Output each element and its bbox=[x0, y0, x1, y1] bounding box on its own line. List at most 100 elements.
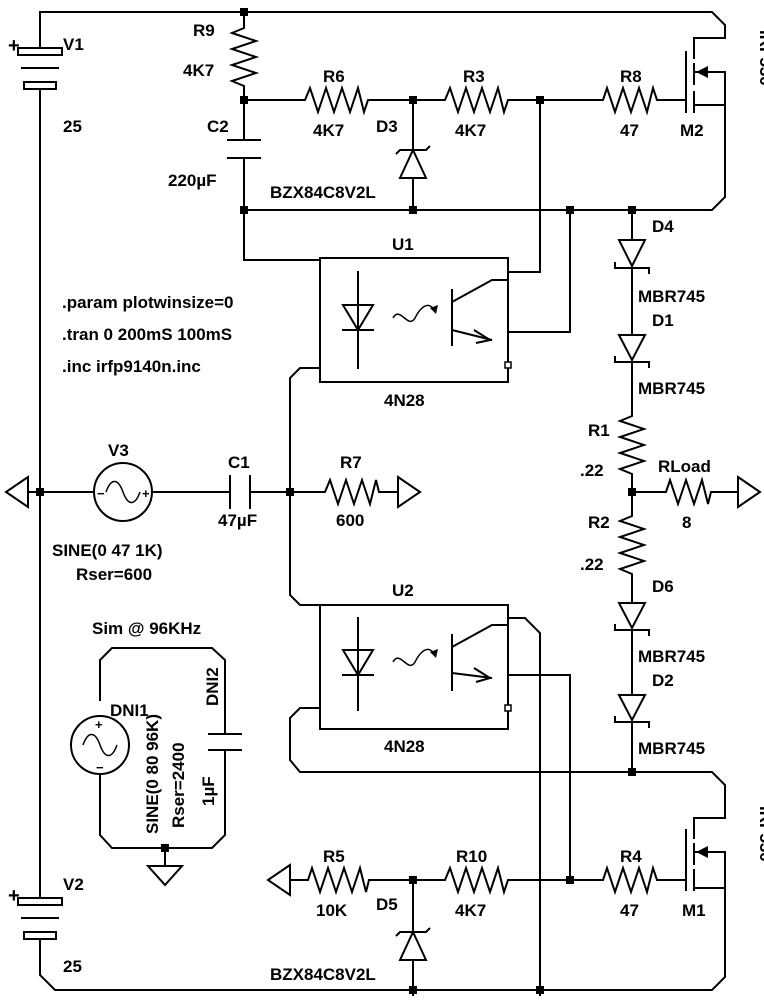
label-r8-value: 47 bbox=[620, 121, 639, 140]
label-r4-ref: R4 bbox=[620, 847, 642, 866]
label-d2-value: MBR745 bbox=[638, 739, 705, 758]
resistor-r1[interactable] bbox=[616, 410, 648, 475]
svg-text:+: + bbox=[8, 35, 20, 57]
label-u1-ref: U1 bbox=[392, 235, 414, 254]
label-m2-ref: M2 bbox=[680, 121, 704, 140]
label-v1-value: 25 bbox=[63, 117, 82, 136]
resistor-r5[interactable] bbox=[304, 864, 370, 896]
label-r6-ref: R6 bbox=[323, 67, 345, 86]
schottky-d4[interactable] bbox=[614, 239, 650, 274]
optocoupler-u1[interactable] bbox=[319, 257, 512, 383]
ground-arrow-dni bbox=[145, 865, 185, 887]
label-v1-ref: V1 bbox=[63, 35, 84, 54]
label-u2-ref: U2 bbox=[392, 581, 414, 600]
label-r2-ref: R2 bbox=[588, 513, 610, 532]
label-dni1-rser: Rser=2400 bbox=[169, 742, 188, 828]
wire-source-rail bbox=[243, 104, 726, 211]
schottky-d2[interactable] bbox=[614, 694, 650, 728]
label-c1-ref: C1 bbox=[228, 453, 250, 472]
directive-inc: .inc irfp9140n.inc bbox=[62, 357, 201, 376]
wire-u2-collector bbox=[507, 617, 541, 996]
label-r1-value: .22 bbox=[580, 461, 604, 480]
label-d1-value: MBR745 bbox=[638, 379, 705, 398]
optocoupler-u2[interactable] bbox=[319, 604, 512, 730]
label-v2-ref: V2 bbox=[63, 875, 84, 894]
label-u2-value: 4N28 bbox=[384, 737, 425, 756]
label-r10-ref: R10 bbox=[456, 847, 487, 866]
svg-text:−: − bbox=[96, 760, 104, 775]
label-d5-value: BZX84C8V2L bbox=[270, 965, 376, 984]
wires bbox=[27, 11, 739, 996]
labels: V1 25 V2 25 R9 4K7 R6 4K7 R3 4K7 R8 47 C… bbox=[52, 21, 764, 984]
junctions bbox=[36, 8, 636, 994]
label-r8-ref: R8 bbox=[620, 67, 642, 86]
label-r10-value: 4K7 bbox=[455, 901, 486, 920]
schottky-d6[interactable] bbox=[614, 602, 650, 636]
label-r4-value: 47 bbox=[620, 901, 639, 920]
label-m2-value: IRF530 bbox=[756, 30, 764, 86]
label-c2-ref: C2 bbox=[207, 117, 229, 136]
label-rload-ref: RLoad bbox=[658, 457, 711, 476]
mosfet-m1[interactable] bbox=[685, 817, 726, 891]
label-v3-rser: Rser=600 bbox=[76, 565, 152, 584]
svg-text:+: + bbox=[8, 885, 20, 907]
resistor-r10[interactable] bbox=[440, 864, 510, 896]
label-dni2-value: 1µF bbox=[199, 776, 218, 806]
label-v2-value: 25 bbox=[63, 957, 82, 976]
svg-text:+: + bbox=[142, 486, 150, 501]
label-d6-ref: D6 bbox=[652, 577, 674, 596]
resistor-r6[interactable] bbox=[300, 84, 370, 116]
schottky-d1[interactable] bbox=[614, 334, 650, 368]
label-r9-ref: R9 bbox=[193, 21, 215, 40]
wire-c2-u1 bbox=[243, 157, 321, 261]
zener-d3[interactable] bbox=[395, 144, 431, 179]
mosfet-m2[interactable] bbox=[685, 37, 726, 113]
label-u1-value: 4N28 bbox=[384, 391, 425, 410]
label-r6-value: 4K7 bbox=[313, 121, 344, 140]
resistor-r7[interactable] bbox=[320, 476, 380, 508]
label-m1-value: IRF530 bbox=[756, 806, 764, 862]
label-r9-value: 4K7 bbox=[183, 61, 214, 80]
resistor-r2[interactable] bbox=[616, 510, 648, 575]
label-dni2-ref: DNI2 bbox=[203, 667, 222, 706]
resistor-r3[interactable] bbox=[440, 84, 510, 116]
sine-source-dni1[interactable]: + − bbox=[70, 715, 130, 775]
label-r5-value: 10K bbox=[316, 901, 348, 920]
label-r5-ref: R5 bbox=[323, 847, 345, 866]
zener-d5[interactable] bbox=[395, 927, 431, 961]
label-d1-ref: D1 bbox=[652, 311, 674, 330]
resistor-r4[interactable] bbox=[598, 864, 660, 896]
ground-arrow-rload bbox=[737, 475, 762, 509]
capacitor-c1[interactable] bbox=[229, 475, 251, 509]
label-d2-ref: D2 bbox=[652, 671, 674, 690]
capacitor-dni2[interactable] bbox=[208, 733, 242, 751]
capacitor-c2[interactable] bbox=[227, 139, 261, 159]
label-d3-value: BZX84C8V2L bbox=[270, 183, 376, 202]
wire-led-link bbox=[289, 367, 321, 606]
wire-u1-collector bbox=[507, 99, 541, 273]
label-c2-value: 220µF bbox=[168, 171, 217, 190]
label-r7-value: 600 bbox=[336, 511, 364, 530]
label-r3-ref: R3 bbox=[463, 67, 485, 86]
resistor-r9[interactable] bbox=[228, 22, 260, 88]
label-r2-value: .22 bbox=[580, 555, 604, 574]
resistor-r8[interactable] bbox=[598, 84, 660, 116]
battery-v1[interactable]: + bbox=[8, 35, 63, 101]
label-v3-ref: V3 bbox=[108, 441, 129, 460]
battery-v2[interactable]: + bbox=[8, 879, 63, 940]
wire-u1-emitter bbox=[507, 209, 571, 333]
label-rload-value: 8 bbox=[682, 513, 691, 532]
label-r3-value: 4K7 bbox=[455, 121, 486, 140]
sine-source-v3[interactable]: − + bbox=[93, 462, 153, 522]
label-m1-ref: M1 bbox=[682, 901, 706, 920]
resistor-rload[interactable] bbox=[662, 476, 712, 508]
label-d5-ref: D5 bbox=[376, 895, 398, 914]
label-d6-value: MBR745 bbox=[638, 647, 705, 666]
ground-arrow-r7 bbox=[397, 475, 422, 509]
label-d4-value: MBR745 bbox=[638, 287, 705, 306]
label-r7-ref: R7 bbox=[340, 453, 362, 472]
label-dni1-ref: DNI1 bbox=[110, 701, 149, 720]
label-d4-ref: D4 bbox=[652, 217, 674, 236]
wire-top-rail bbox=[39, 11, 726, 39]
